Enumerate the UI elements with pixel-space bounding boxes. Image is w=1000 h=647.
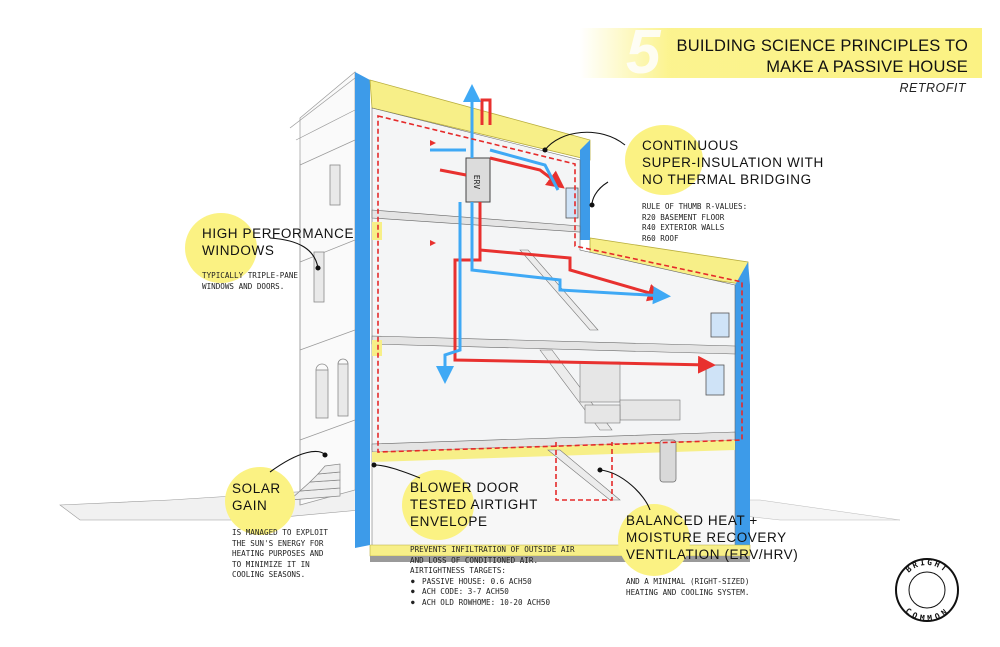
logo-inner-ring bbox=[908, 571, 946, 609]
solar-body-line: TO MINIMIZE IT IN bbox=[232, 559, 310, 569]
airtight-envelope-line bbox=[377, 114, 743, 501]
airtight-body-line: AND LOSS OF CONDITIONED AIR. bbox=[410, 555, 539, 565]
insulation-body-line: R60 ROOF bbox=[642, 233, 679, 243]
solar-body-line: IS MANAGED TO EXPLOIT bbox=[232, 528, 329, 537]
neighbor-windows bbox=[313, 164, 349, 419]
airtight-body: PREVENTS INFILTRATION OF OUTSIDE AIR AND… bbox=[410, 545, 575, 609]
ventilation-body: AND A MINIMAL (RIGHT-SIZED) HEATING AND … bbox=[626, 577, 749, 598]
solar-highlight bbox=[225, 467, 295, 535]
insulation-leader-2 bbox=[591, 181, 609, 206]
windows-heading: HIGH PERFORMANCE WINDOWS bbox=[202, 225, 354, 259]
windows-heading-line: WINDOWS bbox=[202, 243, 275, 258]
airtight-heading: BLOWER DOOR TESTED AIRTIGHT ENVELOPE bbox=[410, 479, 538, 530]
ventilation-heading-line: MOISTURE RECOVERY bbox=[626, 530, 787, 545]
airtight-heading-line: BLOWER DOOR bbox=[410, 480, 520, 495]
insulation-heading: CONTINUOUS SUPER-INSULATION WITH NO THER… bbox=[642, 137, 824, 188]
airtight-leader bbox=[373, 464, 421, 479]
solar-body: IS MANAGED TO EXPLOIT THE SUN'S ENERGY F… bbox=[232, 528, 328, 581]
title-banner-fill bbox=[580, 28, 982, 78]
airtight-heading-line: TESTED AIRTIGHT bbox=[410, 497, 539, 512]
ventilation-leader bbox=[599, 469, 651, 511]
title-line-2: MAKE A PASSIVE HOUSE bbox=[766, 58, 968, 76]
windows-highlight bbox=[185, 213, 257, 283]
airtight-body-line: PREVENTS INFILTRATION OF OUTSIDE AIR bbox=[410, 545, 575, 554]
kitchen-cabinets bbox=[579, 361, 681, 424]
left-wall-insulation bbox=[355, 72, 370, 548]
solar-leader bbox=[269, 450, 326, 473]
step-number: 5 bbox=[626, 18, 661, 87]
erv-label: ERV bbox=[472, 175, 481, 190]
bright-common-logo: BRIGHT COMMON bbox=[895, 558, 959, 623]
windows-heading-line: HIGH PERFORMANCE bbox=[202, 226, 355, 241]
ventilation-body-line: HEATING AND COOLING SYSTEM. bbox=[626, 587, 750, 597]
floor-insulation-1 bbox=[372, 222, 382, 240]
logo-outer-ring bbox=[895, 558, 959, 622]
ventilation-body-line: AND A MINIMAL (RIGHT-SIZED) bbox=[626, 577, 750, 586]
solar-body-line: HEATING PURPOSES AND bbox=[232, 549, 324, 559]
airtight-target-item: ACH OLD ROWHOME: 10-20 ACH50 bbox=[411, 598, 575, 609]
insulation-highlight bbox=[625, 125, 703, 195]
insulation-heading-line: CONTINUOUS bbox=[642, 138, 739, 153]
insulation-leader bbox=[544, 131, 626, 151]
rear-window-upper bbox=[710, 312, 730, 338]
ventilation-highlight bbox=[618, 504, 690, 576]
title-banner bbox=[580, 28, 982, 78]
windows-body-line: TYPICALLY TRIPLE-PANE bbox=[202, 271, 299, 280]
water-heater bbox=[659, 439, 677, 483]
insulation-heading-line: NO THERMAL BRIDGING bbox=[642, 172, 812, 187]
airtight-heading-line: ENVELOPE bbox=[410, 514, 488, 529]
insulation-body-line: R20 BASEMENT FLOOR bbox=[642, 212, 725, 222]
airtight-targets-list: PASSIVE HOUSE: 0.6 ACH50 ACH CODE: 3-7 A… bbox=[410, 577, 575, 609]
windows-leader-dot bbox=[315, 265, 321, 271]
solar-heading: SOLAR GAIN bbox=[232, 480, 281, 514]
insulation-leader-dot-2 bbox=[589, 202, 595, 208]
ventilation-heading: BALANCED HEAT + MOISTURE RECOVERY VENTIL… bbox=[626, 512, 798, 563]
insulation-body: RULE OF THUMB R-VALUES: R20 BASEMENT FLO… bbox=[642, 202, 747, 244]
upper-rear-wall-insulation bbox=[580, 140, 590, 240]
ventilation-heading-line: BALANCED HEAT + bbox=[626, 513, 758, 528]
windows-body-line: WINDOWS AND DOORS. bbox=[202, 281, 285, 291]
insulation-body-line: R40 EXTERIOR WALLS bbox=[642, 223, 725, 233]
envelope-arrows bbox=[430, 140, 436, 246]
windows-body: TYPICALLY TRIPLE-PANE WINDOWS AND DOORS. bbox=[202, 271, 298, 292]
solar-leader-dot bbox=[322, 452, 328, 458]
windows-leader bbox=[269, 237, 319, 269]
ventilation-heading-line: VENTILATION (ERV/HRV) bbox=[626, 547, 799, 562]
ventilation-leader-dot bbox=[597, 467, 603, 473]
insulation-leader-dot bbox=[542, 147, 548, 153]
solar-heading-line: SOLAR bbox=[232, 481, 281, 496]
third-floor-slab bbox=[371, 209, 581, 233]
title-line-1: BUILDING SCIENCE PRINCIPLES TO bbox=[676, 37, 968, 55]
solar-heading-line: GAIN bbox=[232, 498, 268, 513]
insulation-body-line: RULE OF THUMB R-VALUES: bbox=[642, 202, 748, 211]
airtight-target-item: PASSIVE HOUSE: 0.6 ACH50 bbox=[411, 577, 575, 588]
erv-unit bbox=[465, 157, 491, 203]
fresh-air-ducts bbox=[430, 84, 671, 384]
floor-insulation-2 bbox=[372, 340, 382, 356]
solar-body-line: THE SUN'S ENERGY FOR bbox=[232, 538, 324, 548]
title-subtitle: RETROFIT bbox=[899, 81, 966, 95]
airtight-target-item: ACH CODE: 3-7 ACH50 bbox=[411, 587, 575, 598]
solar-body-line: COOLING SEASONS. bbox=[232, 570, 306, 580]
airtight-body-line: AIRTIGHTNESS TARGETS: bbox=[410, 566, 507, 576]
airtight-leader-dot bbox=[371, 462, 377, 468]
airtight-highlight bbox=[402, 470, 474, 540]
insulation-heading-line: SUPER-INSULATION WITH bbox=[642, 155, 824, 170]
stoop-stairs bbox=[288, 463, 341, 501]
